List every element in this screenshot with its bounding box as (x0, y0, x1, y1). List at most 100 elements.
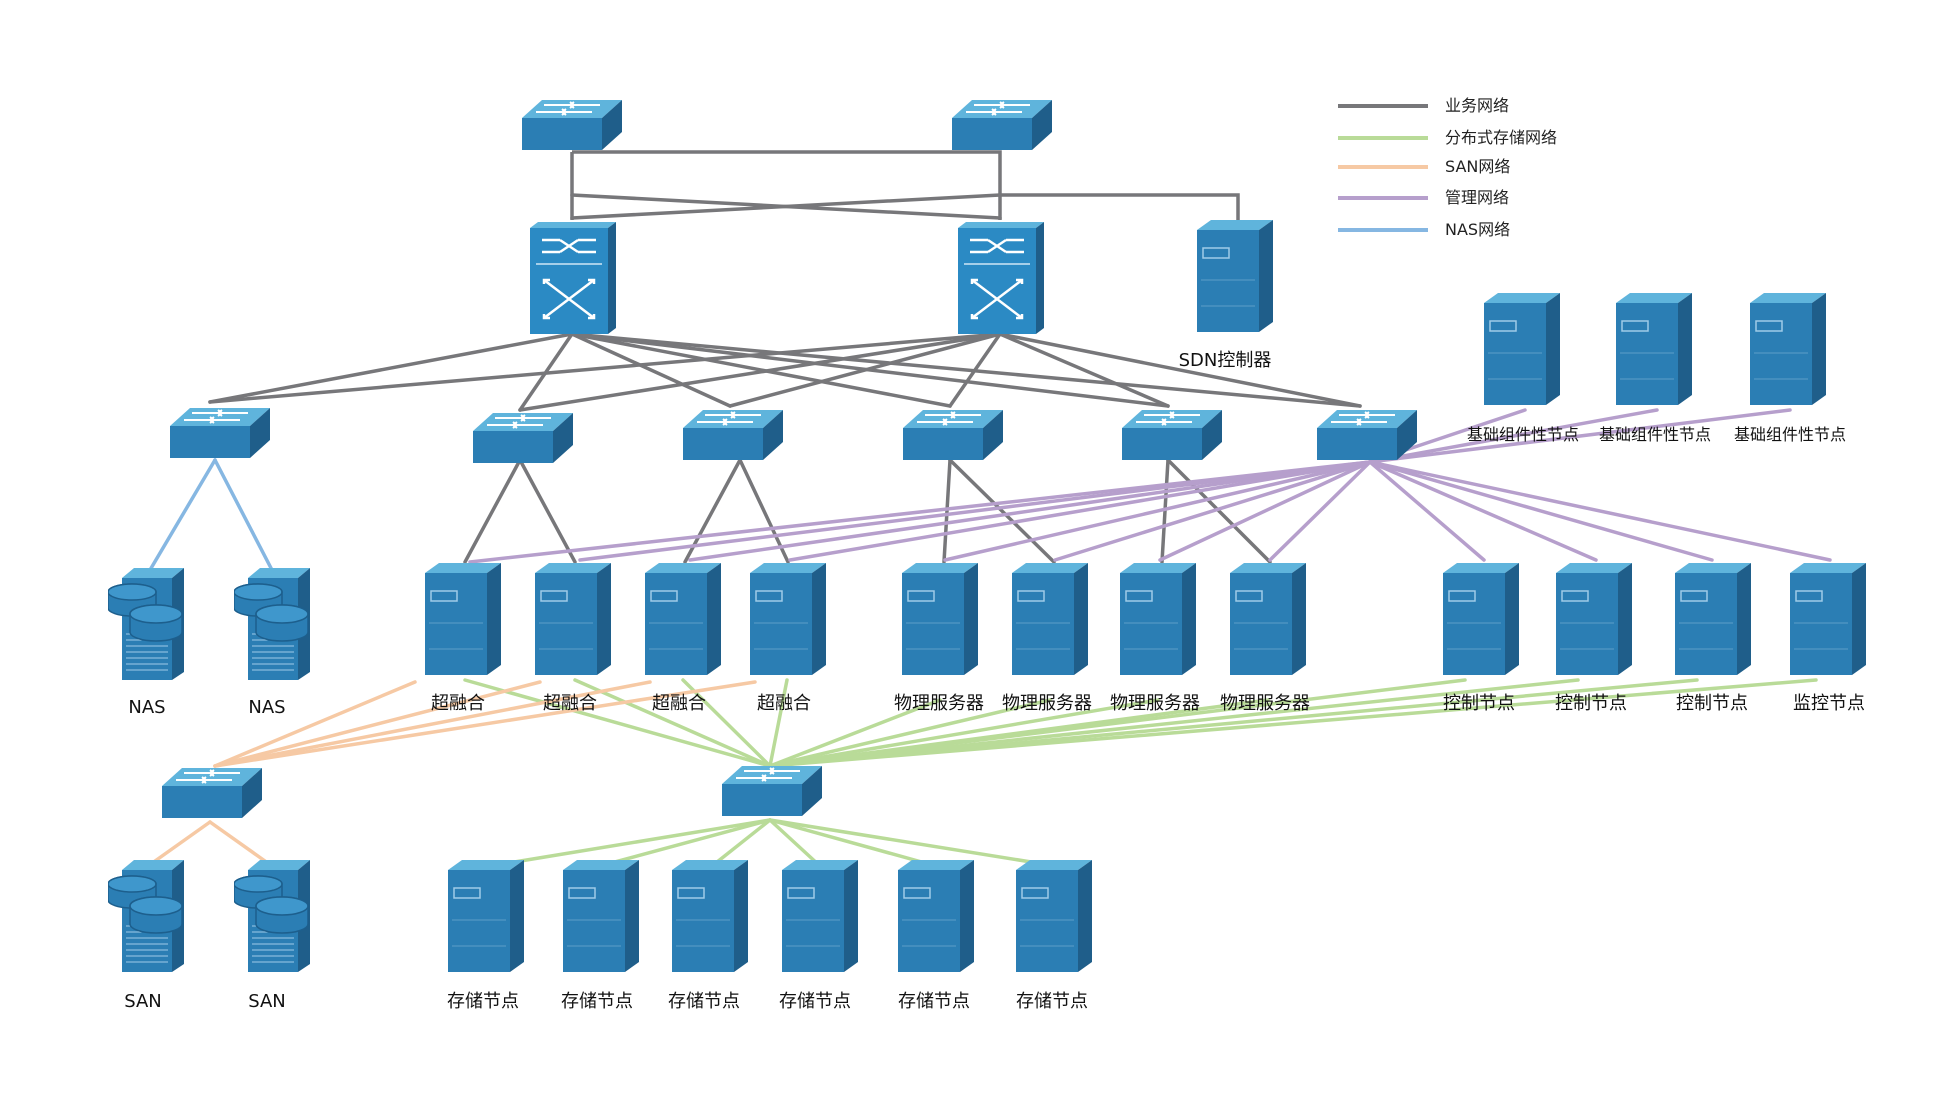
control-server-icon (1443, 563, 1519, 675)
management-link (578, 460, 1372, 562)
storage-switch-icon (722, 766, 822, 816)
core-switch-icon (958, 222, 1044, 334)
switch-icon (170, 408, 270, 458)
switch-icon (1317, 410, 1417, 460)
storage-node-label: 存储节点 (561, 991, 633, 1012)
physical-server-label: 物理服务器 (1220, 693, 1310, 714)
core-switch-icon (530, 222, 616, 334)
network-links (146, 150, 1832, 868)
nas-storage-icon (234, 568, 310, 680)
storage-node-icon (782, 860, 858, 972)
switch-icon (1122, 410, 1222, 460)
physical-server-label: 物理服务器 (1002, 693, 1092, 714)
management-link (1368, 460, 1598, 562)
management-link (1368, 460, 1486, 562)
management-link (1268, 460, 1372, 562)
san-storage-icon (234, 860, 310, 972)
san-link (208, 820, 274, 868)
physical-server-label: 物理服务器 (1110, 693, 1200, 714)
infra-node-label: 基础组件性节点 (1599, 425, 1711, 444)
switch-icon (952, 100, 1052, 150)
physical-server-icon (1012, 563, 1088, 675)
storage-link (768, 698, 942, 768)
control-server-icon (1556, 563, 1632, 675)
storage-node-label: 存储节点 (447, 991, 519, 1012)
storage-node-icon (898, 860, 974, 972)
san-label: SAN (124, 991, 162, 1012)
infra-server-icon (1484, 293, 1560, 405)
sdn-controller-label: SDN控制器 (1179, 350, 1272, 371)
switch-icon (903, 410, 1003, 460)
business-link (208, 332, 574, 404)
storage-node-label: 存储节点 (668, 991, 740, 1012)
management-link (1053, 460, 1372, 562)
control-server-icon (1675, 563, 1751, 675)
san-label: SAN (248, 991, 286, 1012)
nas-link (148, 458, 217, 572)
switch-icon (522, 100, 622, 150)
business-link (570, 332, 732, 408)
business-link (463, 458, 522, 564)
business-link (998, 332, 1362, 408)
hci-label: 超融合 (757, 693, 811, 714)
switch-icon (683, 410, 783, 460)
sdn-controller-icon (1197, 220, 1273, 332)
switch-icon (473, 413, 573, 463)
san-switch-icon (162, 768, 262, 818)
business-link (572, 150, 1002, 220)
hci-label: 超融合 (652, 693, 706, 714)
infra-node-label: 基础组件性节点 (1734, 425, 1846, 444)
hci-label: 超融合 (543, 693, 597, 714)
hci-server-icon (750, 563, 826, 675)
san-link (213, 680, 652, 768)
business-link (1000, 193, 1240, 222)
infra-server-icon (1616, 293, 1692, 405)
business-link (948, 458, 1056, 564)
legend-label-san: SAN网络 (1445, 157, 1510, 176)
business-link (942, 458, 952, 564)
storage-link (488, 818, 772, 868)
control-node-label: 控制节点 (1555, 693, 1627, 714)
business-link (1166, 458, 1272, 564)
business-link (208, 332, 1002, 404)
legend-label-management: 管理网络 (1445, 188, 1509, 207)
storage-node-icon (672, 860, 748, 972)
business-link (728, 332, 1002, 408)
storage-node-icon (1016, 860, 1092, 972)
control-node-label: 控制节点 (1676, 693, 1748, 714)
management-link (943, 460, 1372, 562)
management-link (1368, 408, 1792, 464)
san-link (213, 680, 417, 768)
hci-server-icon (535, 563, 611, 675)
control-node-label: 控制节点 (1443, 693, 1515, 714)
hci-server-icon (645, 563, 721, 675)
storage-node-label: 存储节点 (1016, 991, 1088, 1012)
san-link (213, 680, 757, 768)
infra-server-icon (1750, 293, 1826, 405)
physical-server-icon (1120, 563, 1196, 675)
storage-link (768, 698, 1270, 768)
business-link (570, 193, 1002, 220)
management-link (1368, 408, 1659, 464)
storage-link (710, 818, 772, 868)
nas-link (213, 458, 274, 572)
physical-server-icon (902, 563, 978, 675)
storage-link (768, 818, 938, 868)
storage-node-icon (448, 860, 524, 972)
storage-link (573, 678, 772, 768)
hci-server-icon (425, 563, 501, 675)
storage-node-label: 存储节点 (779, 991, 851, 1012)
network-devices (108, 100, 1866, 972)
control-server-icon (1790, 563, 1866, 675)
storage-link (463, 678, 772, 768)
storage-link (768, 678, 1580, 768)
nas-storage-icon (108, 568, 184, 680)
hci-label: 超融合 (431, 693, 485, 714)
business-link (998, 332, 1170, 408)
business-link (518, 332, 1002, 412)
storage-link (768, 818, 822, 868)
business-link (948, 332, 1002, 408)
legend-label-storage: 分布式存储网络 (1445, 128, 1557, 147)
nas-label: NAS (128, 697, 165, 718)
